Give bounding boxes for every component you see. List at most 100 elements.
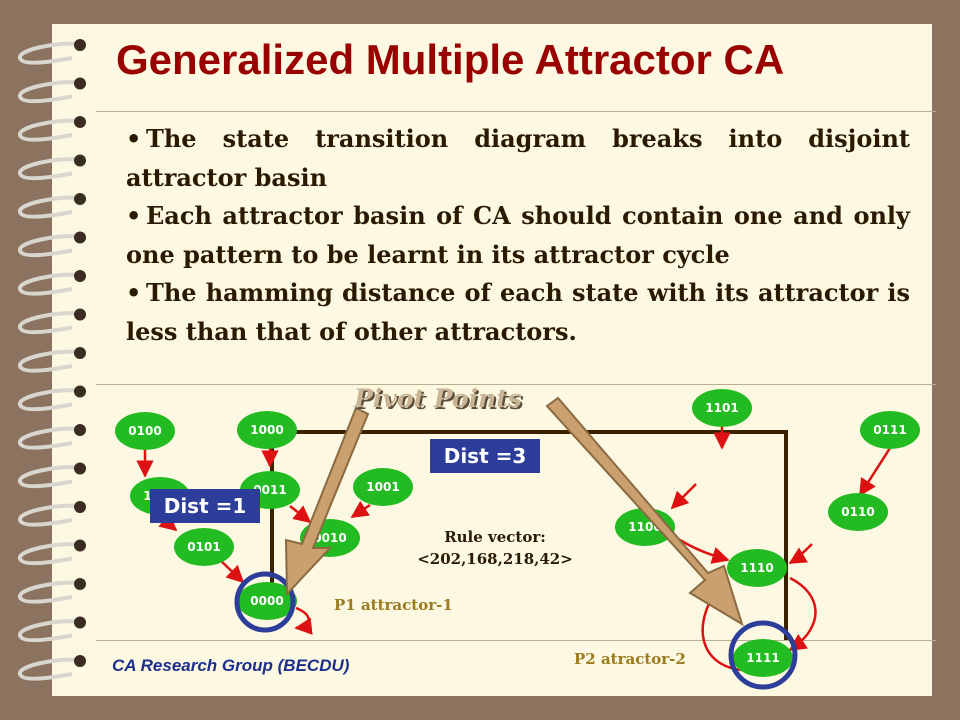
binding-ring: [18, 501, 86, 527]
state-node-label: 0010: [313, 531, 346, 545]
state-node-shape: [828, 493, 888, 531]
state-node: 1111: [733, 639, 793, 677]
binding-ring-wire: [18, 465, 81, 489]
bullet-item: •The hamming distance of each state with…: [126, 274, 910, 351]
edge: [670, 483, 697, 510]
state-node: 1001: [353, 468, 413, 506]
p2-attractor-label: P2 atractor-2: [574, 650, 686, 668]
binding-ring: [18, 77, 86, 104]
state-node: 0100: [115, 412, 175, 450]
state-node: 1000: [237, 411, 297, 449]
research-group-footer: CA Research Group (BECDU): [112, 656, 350, 675]
binding-ring: [18, 270, 86, 296]
state-node-shape: [237, 411, 297, 449]
binding-ring: [18, 616, 86, 643]
binding-hole: [74, 424, 86, 436]
state-node-shape: [733, 639, 793, 677]
binding-ring: [18, 39, 86, 65]
binding-ring-wire: [18, 195, 81, 219]
pivot-circle: [728, 620, 798, 690]
binding-hole: [74, 154, 86, 167]
pivot-circles: [234, 571, 798, 690]
transition-edges: [136, 424, 892, 672]
ruled-line: [96, 111, 936, 112]
binding-hole: [74, 77, 86, 90]
binding-hole: [74, 270, 86, 282]
state-node-label: 0110: [841, 505, 874, 519]
binding-ring: [18, 462, 86, 489]
binding-ring: [18, 154, 86, 181]
state-node-shape: [115, 412, 175, 450]
ruled-line: [96, 640, 936, 641]
binding-ring-wire: [18, 118, 81, 142]
state-node-label: 1111: [746, 651, 779, 665]
state-node-label: 1110: [740, 561, 773, 575]
state-node-shape: [237, 582, 297, 620]
binding-ring: [18, 308, 86, 335]
bullet-dot: •: [126, 125, 142, 153]
binding-ring-wire: [18, 80, 81, 104]
state-node: 0111: [860, 411, 920, 449]
edge: [289, 505, 312, 524]
binding-ring-wire: [18, 619, 81, 643]
binding-ring: [18, 424, 86, 450]
rule-vector: Rule vector: <202,168,218,42>: [400, 526, 590, 570]
bullet-list: •The state transition diagram breaks int…: [126, 120, 910, 351]
edge: [219, 559, 245, 584]
state-node-shape: [860, 411, 920, 449]
state-node: 0110: [828, 493, 888, 531]
binding-hole: [74, 655, 86, 667]
binding-hole: [74, 539, 86, 552]
binding-hole: [74, 501, 86, 513]
bullet-item: •Each attractor basin of CA should conta…: [126, 197, 910, 274]
binding-ring-wire: [18, 311, 81, 335]
state-node-label: 0100: [128, 424, 161, 438]
state-node-shape: [174, 528, 234, 566]
binding-hole: [74, 193, 86, 205]
binding-hole: [74, 39, 86, 51]
binding-ring: [18, 347, 86, 373]
state-node-label: 0000: [250, 594, 283, 608]
edge: [679, 538, 730, 564]
state-node-label: 0111: [873, 423, 906, 437]
binding-hole: [74, 616, 86, 629]
binding-ring-wire: [18, 580, 81, 604]
bullet-item: •The state transition diagram breaks int…: [126, 120, 910, 197]
edge: [788, 543, 813, 565]
slide-title: Generalized Multiple Attractor CA: [116, 36, 785, 83]
binding-hole: [74, 347, 86, 359]
dist-1-label: Dist =1: [150, 489, 260, 523]
binding-ring: [18, 655, 86, 681]
pivot-arrow-1: [284, 406, 370, 597]
binding-ring-wire: [18, 542, 81, 566]
state-node: 0000: [237, 582, 297, 620]
binding-hole: [74, 231, 86, 244]
binding-hole: [74, 385, 86, 398]
binding-ring: [18, 578, 86, 604]
bullet-text: The hamming distance of each state with …: [126, 278, 910, 346]
dist-3-label: Dist =3: [430, 439, 540, 473]
binding-ring: [18, 116, 86, 142]
binding-hole: [74, 308, 86, 321]
bullet-dot: •: [126, 279, 142, 307]
state-nodes: 0100100011010111110000111001110001100101…: [115, 389, 920, 677]
state-node: 0101: [174, 528, 234, 566]
edge: [858, 447, 892, 497]
pivot-points-label: Pivot Points: [354, 384, 522, 413]
binding-ring-wire: [18, 503, 81, 527]
basin-frame: [270, 430, 788, 640]
binding-hole: [74, 116, 86, 128]
rule-vector-caption: Rule vector:: [444, 528, 546, 546]
ruled-line: [96, 384, 936, 385]
edge: [788, 576, 817, 652]
bullet-dot: •: [126, 202, 142, 230]
state-node-label: 1101: [705, 401, 738, 415]
binding-ring-wire: [18, 272, 81, 296]
state-node: 1110: [727, 549, 787, 587]
binding-ring-wire: [18, 349, 81, 373]
binding-ring-wire: [18, 657, 81, 681]
p1-attractor-label: P1 attractor-1: [334, 596, 453, 614]
binding-ring-wire: [18, 234, 81, 258]
bullet-text: Each attractor basin of CA should contai…: [126, 201, 910, 269]
